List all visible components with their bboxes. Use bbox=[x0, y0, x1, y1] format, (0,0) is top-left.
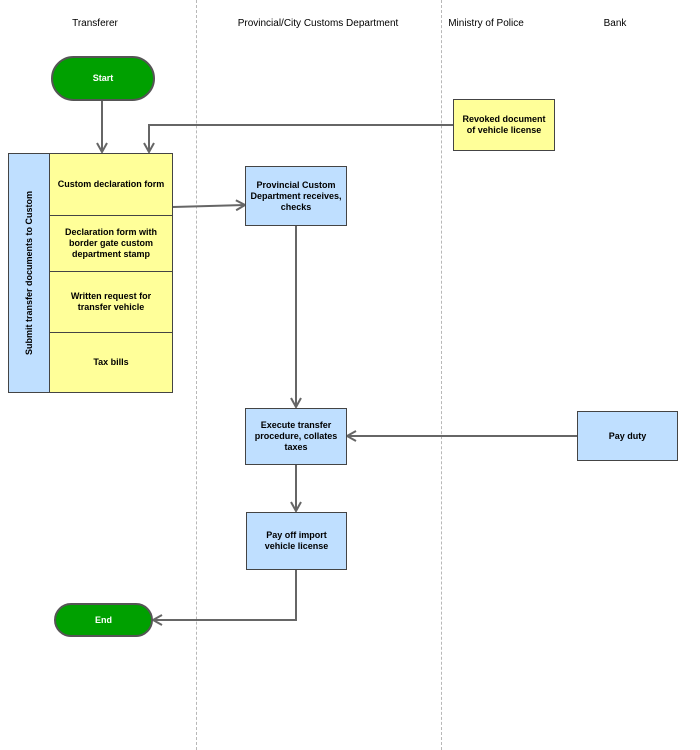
written-request-node: Written request for transfer vehicle bbox=[49, 271, 173, 333]
start-node: Start bbox=[51, 56, 155, 101]
revoked-document-node: Revoked document of vehicle license bbox=[453, 99, 555, 151]
lane-title-transferer: Transferer bbox=[72, 18, 118, 29]
declaration-stamp-node: Declaration form with border gate custom… bbox=[49, 215, 173, 272]
custom-declaration-node: Custom declaration form bbox=[49, 153, 173, 216]
end-node: End bbox=[54, 603, 153, 637]
arrow-declaration-to-receives bbox=[172, 205, 245, 207]
lane-title-customs: Provincial/City Customs Department bbox=[237, 18, 399, 29]
lane-divider-1 bbox=[196, 0, 197, 750]
lane-divider-2 bbox=[441, 0, 442, 750]
pay-duty-node: Pay duty bbox=[577, 411, 678, 461]
submit-documents-group-text: Submit transfer documents to Custom bbox=[24, 190, 34, 356]
provincial-receives-node: Provincial Custom Department receives, c… bbox=[245, 166, 347, 226]
execute-transfer-node: Execute transfer procedure, collates tax… bbox=[245, 408, 347, 465]
lane-title-police: Ministry of Police bbox=[448, 18, 524, 29]
tax-bills-node: Tax bills bbox=[49, 332, 173, 393]
lane-title-bank: Bank bbox=[603, 18, 627, 29]
arrow-payoff-to-end bbox=[153, 570, 297, 620]
pay-off-license-node: Pay off import vehicle license bbox=[246, 512, 347, 570]
submit-documents-group-label: Submit transfer documents to Custom bbox=[8, 153, 50, 393]
arrow-revoked-to-declaration bbox=[149, 124, 453, 152]
